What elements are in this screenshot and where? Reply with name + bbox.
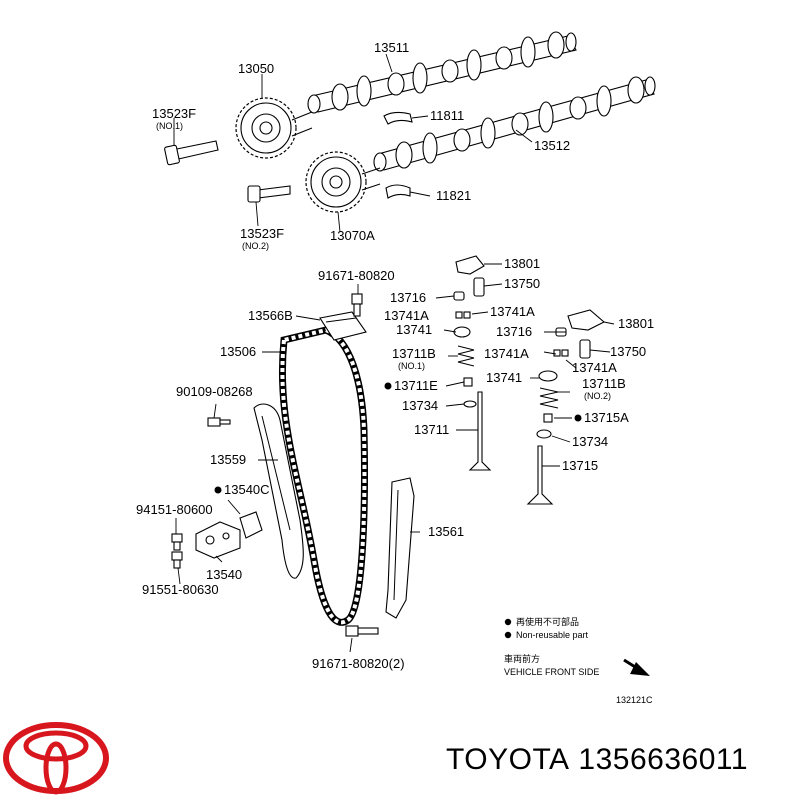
legend-reuse-jp: 再使用不可部品 <box>516 616 579 627</box>
tensioner-arm-13559 <box>253 403 304 579</box>
label-13711b-no1: 13711B <box>392 346 436 361</box>
label-13741a-3: 13741A <box>484 346 529 361</box>
label-13711: 13711 <box>414 422 449 437</box>
diagram-code: 132121C <box>616 695 653 705</box>
legend-non-reusable-dot <box>504 618 512 626</box>
brand-footer: TOYOTA 1356636011 <box>446 743 748 777</box>
label-13523f-no1: 13523F <box>152 106 196 121</box>
timing-chain-13506 <box>278 326 368 626</box>
retainer-13741-left <box>453 326 471 338</box>
label-13523f-no2: 13523F <box>240 226 284 241</box>
chain-guide-13561 <box>385 477 415 619</box>
legend-non-reusable-dot-2 <box>504 631 512 639</box>
label-13741a-2: 13741A <box>490 304 535 319</box>
label-13050: 13050 <box>238 61 274 76</box>
rocker-arm-13801-b <box>567 309 605 331</box>
retainer-13741-right <box>538 370 558 382</box>
seal-13711e <box>463 377 473 387</box>
washer-13734-right <box>536 429 552 439</box>
label-13561: 13561 <box>428 524 464 539</box>
label-13741-b: 13741 <box>486 370 522 385</box>
non-reusable-markers <box>214 382 582 494</box>
label-13540c: 13540C <box>224 482 270 497</box>
bolt-13523f-no1 <box>164 140 219 166</box>
label-13506: 13506 <box>220 344 256 359</box>
label-13566b: 13566B <box>248 308 293 323</box>
label-13540: 13540 <box>206 567 242 582</box>
label-13523f-no2-sub: (NO.2) <box>242 241 269 251</box>
bearing-11821 <box>385 184 411 199</box>
front-direction-arrow-icon <box>623 658 650 676</box>
camshaft-13511 <box>307 31 577 114</box>
label-13801-a: 13801 <box>504 256 540 271</box>
bolt-94151 <box>171 533 183 551</box>
label-13716-b: 13716 <box>496 324 532 339</box>
legend-front-en: VEHICLE FRONT SIDE <box>504 667 599 677</box>
brand-name: TOYOTA <box>446 743 570 776</box>
spring-13711b-no1 <box>457 345 475 367</box>
label-90109: 90109-08268 <box>176 384 253 399</box>
washer-13734-left <box>463 400 477 408</box>
label-13559: 13559 <box>210 452 246 467</box>
label-13750-a: 13750 <box>504 276 540 291</box>
tensioner-gasket-13540c <box>239 511 263 539</box>
label-13741a-1: 13741A <box>384 308 429 323</box>
part-labels: 13511 13050 13523F (NO.1) 11811 13512 11… <box>136 40 654 671</box>
label-13512: 13512 <box>534 138 570 153</box>
label-91551: 91551-80630 <box>142 582 219 597</box>
legend-reuse-en: Non-reusable part <box>516 630 589 640</box>
chain-guide-13566b <box>319 311 367 341</box>
bolt-91551 <box>171 551 183 569</box>
valve-13711 <box>468 391 492 471</box>
label-13711b-no2-sub: (NO.2) <box>584 391 611 401</box>
bolt-90109 <box>207 417 231 427</box>
non-reusable-marker-13540c <box>214 486 222 494</box>
label-13801-b: 13801 <box>618 316 654 331</box>
non-reusable-marker-13711e <box>384 382 392 390</box>
lash-adjuster-13750-b <box>579 339 591 359</box>
label-13070a: 13070A <box>330 228 375 243</box>
bolt-91671-bottom <box>345 625 379 637</box>
label-13734-a: 13734 <box>402 398 438 413</box>
keepers-13741a-left <box>455 311 471 319</box>
cam-sprocket-13050 <box>235 97 313 159</box>
seal-13715a <box>543 413 553 423</box>
cam-sprocket-13070a <box>305 151 381 213</box>
rocker-arm-13801-a <box>455 255 485 275</box>
bolt-91671-top <box>351 293 363 317</box>
label-13741: 13741 <box>396 322 432 337</box>
bearing-11811 <box>383 111 413 125</box>
non-reusable-marker-13715a <box>574 414 582 422</box>
label-91671-bottom: 91671-80820(2) <box>312 656 405 671</box>
label-94151: 94151-80600 <box>136 502 213 517</box>
label-13715a: 13715A <box>584 410 629 425</box>
leader-lines <box>173 53 615 653</box>
valve-13715 <box>526 445 554 505</box>
valve-cap-13716-a <box>453 291 465 301</box>
label-11811: 11811 <box>430 108 464 123</box>
toyota-logo <box>3 722 109 795</box>
label-13523f-no1-sub: (NO.1) <box>156 121 183 131</box>
part-number: 1356636011 <box>578 743 749 776</box>
label-13750-b: 13750 <box>610 344 646 359</box>
camshaft-13512 <box>373 76 656 172</box>
label-13711b-no2: 13711B <box>582 376 626 391</box>
lash-adjuster-13750-a <box>473 277 485 297</box>
label-13715: 13715 <box>562 458 598 473</box>
spring-13711b-no2 <box>539 387 559 409</box>
label-11821: 11821 <box>436 188 471 203</box>
legend-front-jp: 車両前方 <box>504 653 540 664</box>
label-13711b-no1-sub: (NO.1) <box>398 361 425 371</box>
tensioner-13540 <box>195 521 241 559</box>
label-13734-b: 13734 <box>572 434 608 449</box>
label-13511: 13511 <box>374 40 409 55</box>
legend: 再使用不可部品 Non-reusable part 車両前方 VEHICLE F… <box>504 616 653 705</box>
keepers-13741a-right <box>553 349 569 357</box>
label-13741a-4: 13741A <box>572 360 617 375</box>
label-13711e: 13711E <box>394 378 438 393</box>
label-13716-a: 13716 <box>390 290 426 305</box>
label-91671-top: 91671-80820 <box>318 268 395 283</box>
bolt-13523f-no2 <box>247 185 291 203</box>
